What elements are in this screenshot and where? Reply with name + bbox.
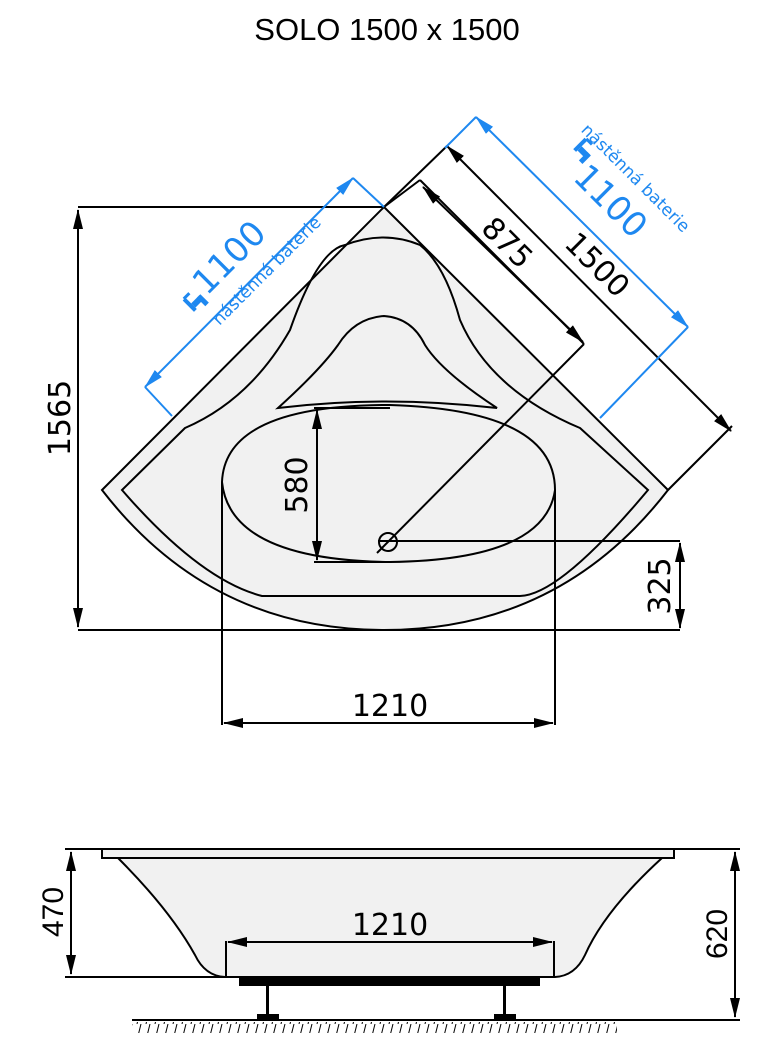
faucet-icon xyxy=(573,137,594,164)
top-view: 1565 580 325 1210 875 1500 xyxy=(43,116,733,728)
dim-875-label: 875 xyxy=(474,211,539,276)
drawing-title: SOLO 1500 x 1500 xyxy=(254,12,520,47)
tub-rim xyxy=(101,848,675,859)
dim-1565-label: 1565 xyxy=(43,380,78,456)
dim-1210-top-label: 1210 xyxy=(352,689,428,724)
support-frame xyxy=(239,978,540,986)
basin-outline xyxy=(220,403,557,564)
side-view: 470 620 1210 xyxy=(37,848,740,1033)
drain-circle-icon xyxy=(378,532,398,552)
dim-580-label: 580 xyxy=(280,456,315,513)
floor-hatch xyxy=(132,1022,617,1033)
foot-right xyxy=(494,1014,516,1019)
dim-470-label: 470 xyxy=(37,887,70,937)
dim-620-label: 620 xyxy=(701,909,734,959)
dim-1210-side-label: 1210 xyxy=(352,908,428,943)
faucet-icon xyxy=(182,292,209,312)
foot-left xyxy=(257,1014,279,1019)
dim-325-label: 325 xyxy=(643,557,678,614)
leg-left xyxy=(266,986,269,1016)
leg-right xyxy=(503,986,506,1016)
